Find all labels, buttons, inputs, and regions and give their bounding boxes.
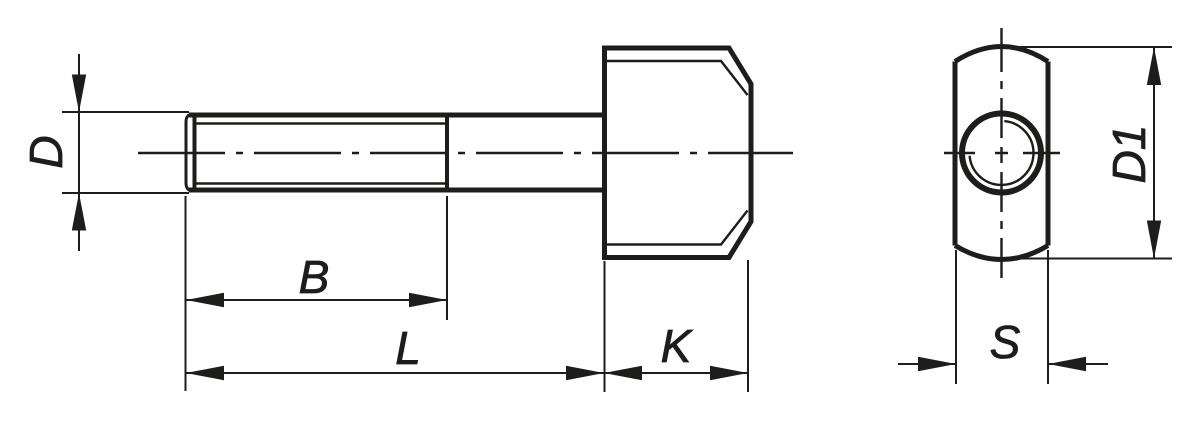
- l-arrow-right: [566, 365, 604, 381]
- dimension-s: S: [898, 250, 1108, 384]
- side-view: D B L: [20, 45, 793, 392]
- d1-arrow-top: [1146, 47, 1162, 85]
- dim-label-b: B: [299, 251, 330, 303]
- screw-head: [602, 45, 754, 260]
- end-view: D1 S: [898, 28, 1172, 384]
- dim-label-d: D: [20, 135, 72, 168]
- head-end-body: [952, 44, 1051, 262]
- head-inner-top-line: [607, 59, 749, 96]
- threaded-hole: [959, 110, 1044, 196]
- body-bottom-arc: [953, 243, 1050, 262]
- l-arrow-left: [186, 365, 224, 381]
- dim-label-d1: D1: [1103, 125, 1155, 184]
- dimension-d1: D1: [1004, 46, 1172, 260]
- dim-label-s: S: [990, 316, 1021, 368]
- hole-thread-arc: [968, 119, 1035, 187]
- dimension-d: D: [20, 54, 189, 251]
- d1-arrow-bottom: [1146, 220, 1162, 259]
- shaft-tip-chamfer: [184, 113, 192, 192]
- head-inner-bottom-line: [607, 209, 749, 246]
- dimension-b: B: [184, 196, 448, 391]
- d-arrow-top: [71, 74, 87, 112]
- d-arrow-bottom: [71, 193, 87, 231]
- dim-label-l: L: [395, 322, 421, 374]
- dimension-k: K: [603, 260, 749, 392]
- s-arrow-left: [918, 356, 956, 372]
- dim-label-k: K: [661, 320, 694, 372]
- b-arrow-right: [409, 292, 447, 308]
- screw-shaft: [184, 112, 602, 193]
- k-arrow-left: [604, 365, 642, 381]
- s-arrow-right: [1048, 356, 1086, 372]
- b-arrow-left: [186, 292, 224, 308]
- k-arrow-right: [710, 365, 748, 381]
- body-top-arc: [953, 44, 1050, 64]
- dimension-l: L: [185, 322, 604, 381]
- head-outline: [602, 45, 754, 260]
- hole-outer-circle: [959, 110, 1044, 196]
